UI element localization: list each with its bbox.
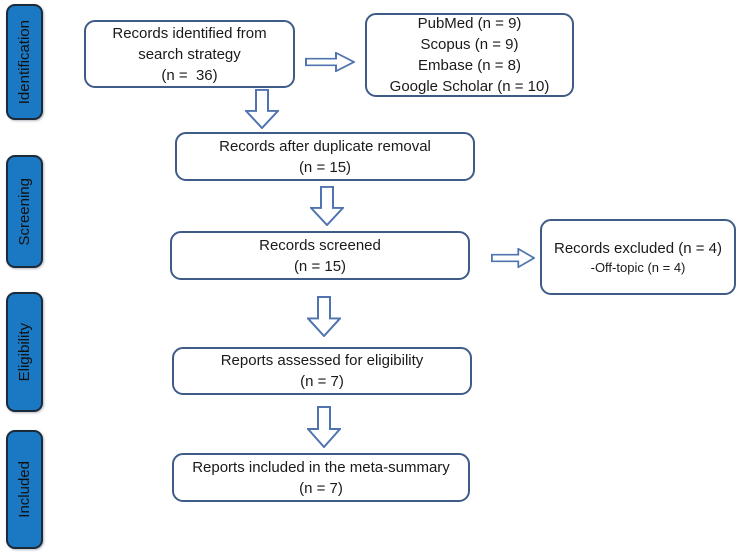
box-line: PubMed (n = 9) xyxy=(417,15,522,32)
arrow-screened-to-assessed xyxy=(307,296,341,337)
box-records-identified: Records identified from search strategy … xyxy=(84,20,295,88)
arrow-down-icon xyxy=(310,186,344,226)
box-line: (n = 7) xyxy=(300,373,344,390)
box-line: (n = 36) xyxy=(161,66,218,84)
arrow-down-icon xyxy=(307,296,341,337)
box-line: Records screened xyxy=(259,236,381,254)
stage-identification: Identification xyxy=(6,4,43,120)
box-line: Records after duplicate removal xyxy=(219,137,431,155)
box-line: Records identified from xyxy=(112,24,267,42)
stage-label: Screening xyxy=(16,177,33,246)
arrow-right-icon xyxy=(491,248,535,268)
arrow-duplicates-to-screened xyxy=(310,186,344,226)
arrow-assessed-to-included xyxy=(307,406,341,448)
box-line: Reports assessed for eligibility xyxy=(220,352,424,369)
box-reports-included: Reports included in the meta-summary (n … xyxy=(172,453,470,502)
stage-label: Included xyxy=(16,461,33,518)
arrow-identified-to-duplicates xyxy=(245,89,279,129)
arrow-right-icon xyxy=(305,52,355,72)
box-line: Google Scholar (n = 10) xyxy=(389,78,550,95)
stage-label: Eligibility xyxy=(16,322,33,382)
box-line: Embase (n = 8) xyxy=(418,57,521,74)
box-line: (n = 15) xyxy=(293,257,347,275)
stage-included: Included xyxy=(6,430,43,549)
box-records-excluded: Records excluded (n = 4) -Off-topic (n =… xyxy=(540,219,736,295)
box-reports-assessed: Reports assessed for eligibility (n = 7) xyxy=(172,347,472,395)
arrow-down-icon xyxy=(245,89,279,129)
box-records-screened: Records screened (n = 15) xyxy=(170,231,470,280)
box-duplicate-removal: Records after duplicate removal (n = 15) xyxy=(175,132,475,181)
box-line: Records excluded (n = 4) xyxy=(553,239,722,257)
arrow-screened-to-excluded xyxy=(491,248,535,268)
box-line: Scopus (n = 9) xyxy=(420,36,519,53)
box-line: -Off-topic (n = 4) xyxy=(590,259,686,275)
arrow-identified-to-databases xyxy=(305,52,355,72)
stage-screening: Screening xyxy=(6,155,43,268)
box-line: (n = 15) xyxy=(298,158,352,176)
box-database-counts: PubMed (n = 9) Scopus (n = 9) Embase (n … xyxy=(365,13,574,97)
box-line: search strategy xyxy=(138,45,241,63)
stage-label: Identification xyxy=(16,19,33,105)
box-line: (n = 7) xyxy=(299,479,343,497)
arrow-down-icon xyxy=(307,406,341,448)
box-line: Reports included in the meta-summary xyxy=(192,458,450,476)
stage-eligibility: Eligibility xyxy=(6,292,43,412)
